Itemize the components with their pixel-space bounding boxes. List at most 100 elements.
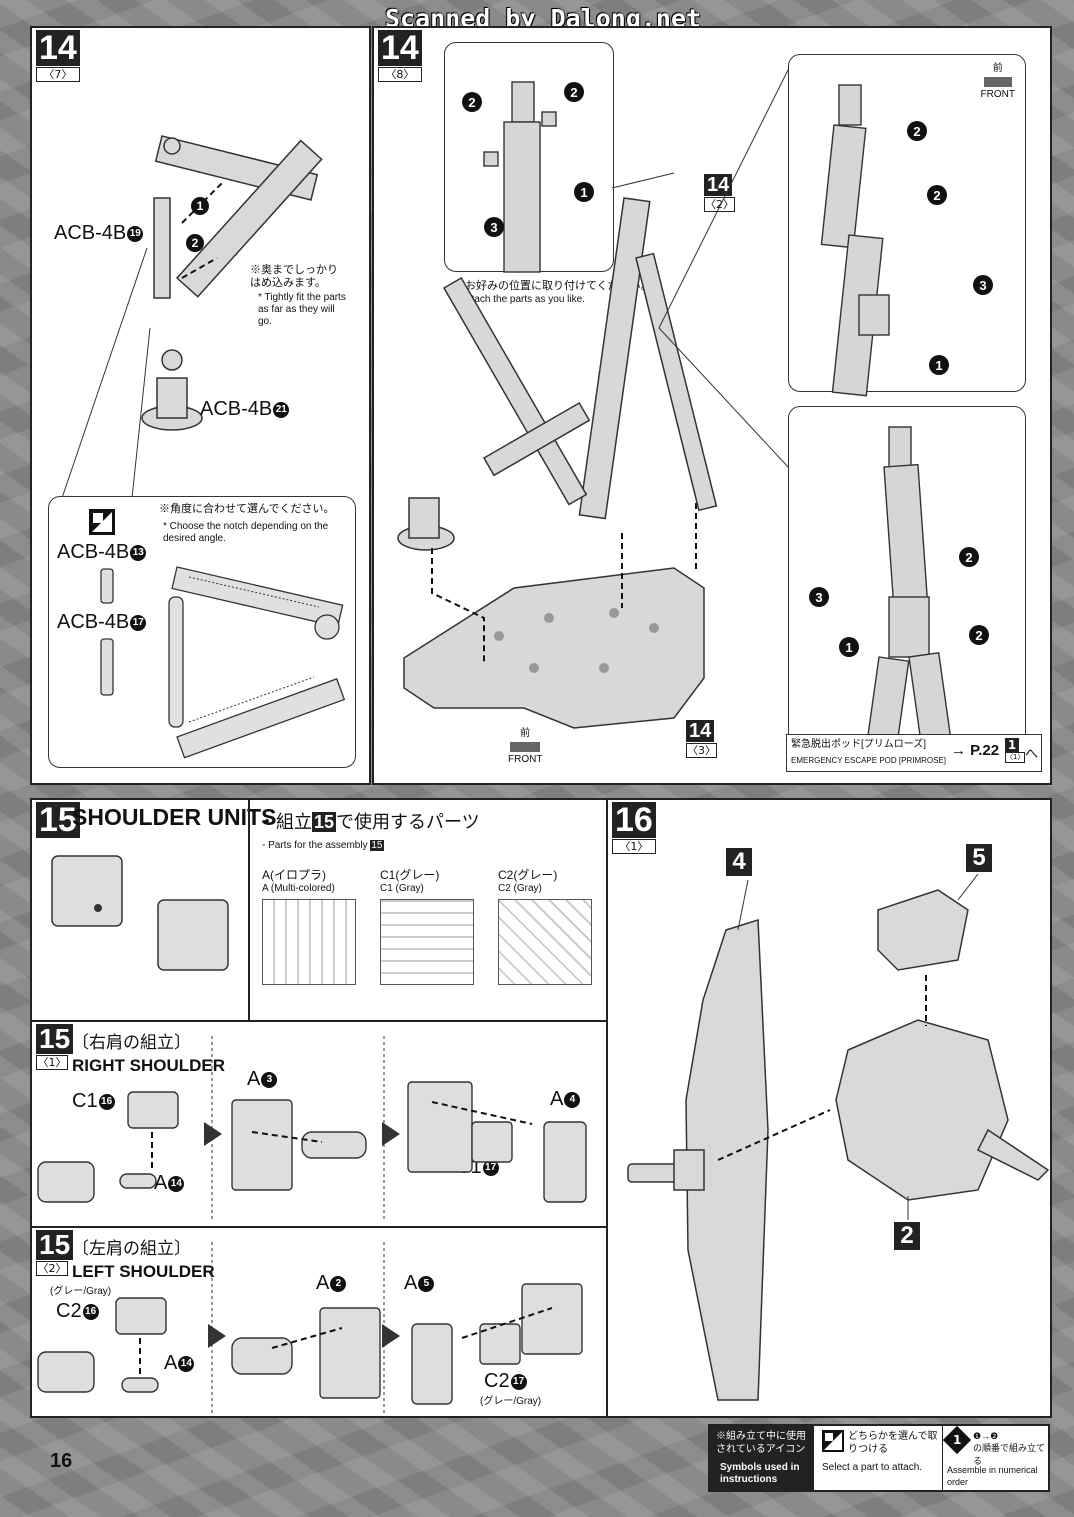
part-number: 19	[127, 225, 144, 242]
select-en: Select a part to attach.	[822, 1462, 923, 1473]
part-code: C2	[56, 1300, 82, 1322]
part-label-2: 2	[894, 1222, 920, 1250]
part-number: 14	[168, 1175, 185, 1192]
parts-sheet-a: A(イロプラ) A (Multi-colored)	[262, 866, 362, 985]
sheet-en: C2 (Gray)	[498, 883, 542, 894]
front-jp: 前	[520, 728, 531, 739]
part-code: ACB-4B	[57, 611, 130, 633]
front-indicator: 前 FRONT	[508, 728, 542, 766]
sheet-en: A (Multi-colored)	[262, 883, 335, 894]
shoulder-units-illustration	[51, 855, 229, 971]
section-title: SHOULDER UNITS	[72, 804, 277, 830]
step-number: 15	[36, 1024, 74, 1054]
step-sub: 〈7〉	[36, 67, 80, 82]
stand-assembly-illustration	[397, 67, 790, 729]
svg-text:2: 2	[570, 85, 577, 100]
title-jp: 〔右肩の組立〕	[72, 1033, 191, 1052]
part-number: 21	[273, 401, 290, 418]
front-arrow-icon	[510, 742, 541, 752]
sheet-en: C1 (Gray)	[380, 883, 424, 894]
icon-legend: ※組み立て中に使用されているアイコン Symbols used in instr…	[708, 1424, 1050, 1492]
part-number: 17	[510, 1373, 527, 1390]
parts-en-pre: - Parts for the assembly	[262, 840, 368, 851]
body-assembly-illustration	[627, 873, 1050, 1401]
step-15-1-header: 15 〈1〉	[36, 1024, 74, 1070]
order-icon: 1	[942, 1425, 972, 1455]
title-en: LEFT SHOULDER	[72, 1262, 215, 1281]
step-number: 14	[36, 30, 80, 66]
step-14-8-header: 14 〈8〉	[378, 30, 422, 82]
gray-note-2: (グレー/Gray)	[480, 1396, 542, 1407]
svg-text:1: 1	[580, 185, 587, 200]
front-jp: 前	[992, 63, 1003, 74]
part-number: 13	[130, 544, 147, 561]
title-en: RIGHT SHOULDER	[72, 1056, 225, 1075]
sprue-image	[380, 899, 474, 985]
part-label-5: 5	[966, 844, 992, 872]
select-jp: どちらかを選んで取りつける	[848, 1431, 938, 1455]
sheet-jp: C1(グレー)	[380, 868, 440, 882]
svg-text:2: 2	[913, 124, 920, 139]
front-en: FRONT	[508, 754, 543, 765]
divider	[248, 800, 250, 1021]
sprue-image	[262, 899, 356, 985]
sheet-jp: A(イロプラ)	[262, 868, 326, 882]
escape-pod-en: EMERGENCY ESCAPE POD [PRIMROSE]	[791, 756, 946, 765]
clip-illustration: 22 13	[462, 81, 594, 273]
part-number: 2	[330, 1275, 347, 1292]
escape-step-number: 1	[1005, 738, 1019, 752]
arm-rotate-illustration: 22 31	[820, 84, 993, 397]
parts-sheet-c2: C2(グレー) C2 (Gray)	[498, 866, 598, 985]
svg-text:1: 1	[845, 640, 852, 655]
part-code: ACB-4B	[54, 222, 127, 244]
svg-text:3: 3	[815, 590, 822, 605]
step-number: 15	[36, 802, 80, 838]
part-code: A	[404, 1272, 418, 1294]
sprue-image	[498, 899, 592, 985]
note-attach-en: * Attach the parts as you like.	[456, 294, 585, 305]
front-arrow-icon	[983, 77, 1012, 87]
part-label-4: 4	[726, 848, 752, 876]
legend-title-box: ※組み立て中に使用されているアイコン Symbols used in instr…	[710, 1426, 814, 1490]
legend-order: 1 ❶→❷ の順番で組み立てる Assemble in numerical or…	[942, 1425, 1051, 1490]
step-number: 16	[612, 802, 656, 838]
step-15-2-panel: 15 〈2〉 〔左肩の組立〕 LEFT SHOULDER (グレー/Gray) …	[30, 1226, 608, 1418]
parts-subtitle: - Parts for the assembly 15	[262, 840, 384, 852]
step-sub: 〈1〉	[36, 1055, 68, 1070]
order-nums: ❶→❷	[973, 1431, 999, 1441]
left-shoulder-illustration	[37, 1242, 583, 1414]
step-15-header: 15	[36, 802, 80, 838]
notch-illustration	[100, 566, 346, 759]
front-en: FRONT	[980, 89, 1015, 100]
legend-select-part: どちらかを選んで取りつける Select a part to attach.	[818, 1426, 940, 1490]
part-code: C2	[484, 1370, 510, 1392]
svg-text:1: 1	[197, 199, 204, 213]
escape-pod-page-ref: → P.22	[951, 742, 1000, 759]
note-fit-en: * Tightly fit the parts as far as they w…	[258, 292, 346, 327]
part-number: 3	[261, 1071, 278, 1088]
part-number: 17	[130, 614, 147, 631]
part-number: 5	[418, 1275, 435, 1292]
order-en: Assemble in numerical order	[947, 1465, 1038, 1487]
step-number: 14	[378, 30, 422, 66]
page-number: 16	[50, 1450, 73, 1472]
ref-step-14-2: 14 〈2〉	[704, 174, 735, 212]
part-number: 16	[82, 1303, 99, 1320]
stand-arm-illustration: 1 2	[61, 135, 323, 499]
note-fit-jp: ※奥までしっかり はめ込みます。	[250, 264, 338, 289]
ref-step-number: 14	[704, 174, 733, 196]
notch-callout: ※角度に合わせて選んでください。 * Choose the notch depe…	[48, 496, 356, 768]
part-code: A	[154, 1172, 168, 1194]
parts-title-post: で使用するパーツ	[336, 812, 480, 832]
part-number: 4	[564, 1091, 581, 1108]
step-15-2-header: 15 〈2〉	[36, 1230, 74, 1276]
